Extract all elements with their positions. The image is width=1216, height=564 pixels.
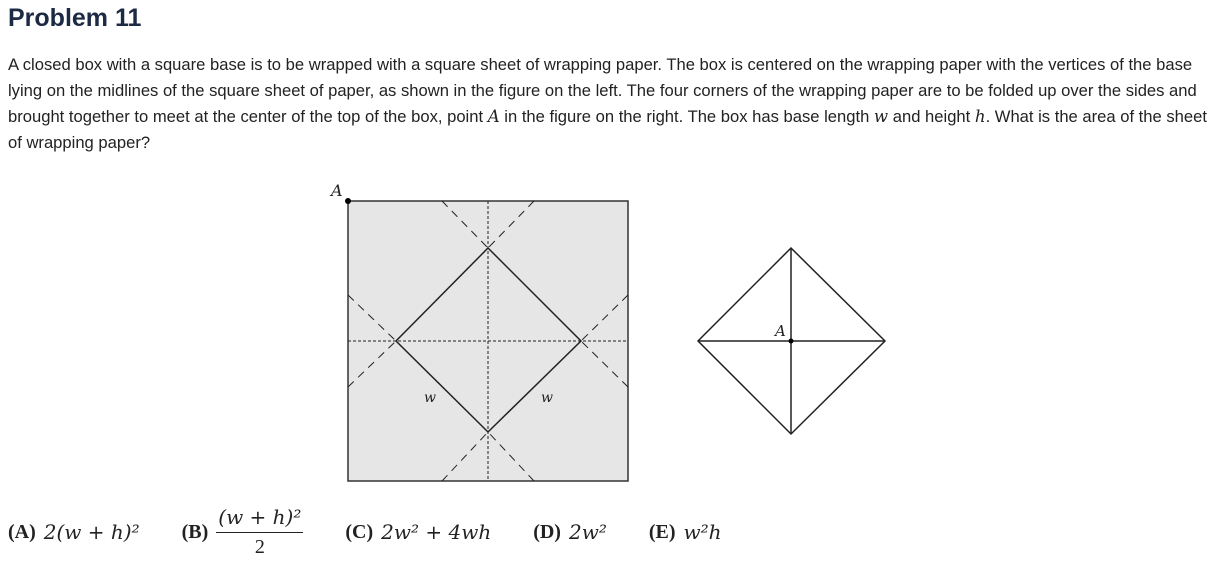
denominator: 2 bbox=[254, 536, 265, 558]
problem-text: in the figure on the right. The box has … bbox=[499, 107, 874, 126]
var-a: A bbox=[487, 107, 500, 126]
side-label-w: w bbox=[424, 390, 436, 406]
page-title: Problem 11 bbox=[8, 4, 142, 32]
answer-choices: (A) 2(w + h)² (B) (w + h)² 2 (C) 2w² + 4wh (… bbox=[8, 505, 764, 559]
choice-letter: (D) bbox=[533, 520, 561, 543]
choice-a[interactable]: (A) 2(w + h)² bbox=[8, 520, 140, 544]
numerator: (w + h)² bbox=[216, 505, 304, 533]
point-a-dot bbox=[345, 198, 351, 204]
problem-statement: A closed box with a square base is to be… bbox=[8, 52, 1208, 156]
choice-b[interactable]: (B) (w + h)² 2 bbox=[182, 505, 304, 559]
side-label-w: w bbox=[541, 390, 553, 406]
choice-letter: (C) bbox=[345, 520, 374, 543]
problem-text: and height bbox=[888, 107, 975, 126]
choice-e[interactable]: (E) w²h bbox=[649, 520, 722, 544]
choice-letter: (B) bbox=[181, 520, 209, 543]
var-h: h bbox=[974, 107, 986, 126]
problem-text: . What is the area of the sheet of wrapp… bbox=[8, 107, 1207, 152]
choice-expr: 2w² bbox=[568, 520, 607, 544]
box-base bbox=[394, 246, 583, 434]
fold-lines bbox=[347, 200, 629, 482]
point-a-label-right: A bbox=[773, 322, 786, 340]
choice-d[interactable]: (D) 2w² bbox=[533, 520, 607, 544]
choice-expr: 2(w + h)² bbox=[43, 520, 140, 544]
choice-letter: (A) bbox=[8, 520, 36, 543]
fraction: (w + h)² 2 bbox=[216, 505, 304, 559]
choice-letter: (E) bbox=[648, 520, 676, 543]
choice-expr: w²h bbox=[683, 520, 722, 544]
choice-c[interactable]: (C) 2w² + 4wh bbox=[345, 520, 491, 544]
problem-text: A closed box with a square base is to be… bbox=[8, 55, 1197, 126]
figure-left bbox=[345, 198, 629, 482]
figure-right bbox=[696, 246, 887, 436]
choice-expr: 2w² + 4wh bbox=[381, 520, 492, 544]
var-w: w bbox=[873, 107, 889, 126]
point-a-label: A bbox=[329, 181, 343, 200]
